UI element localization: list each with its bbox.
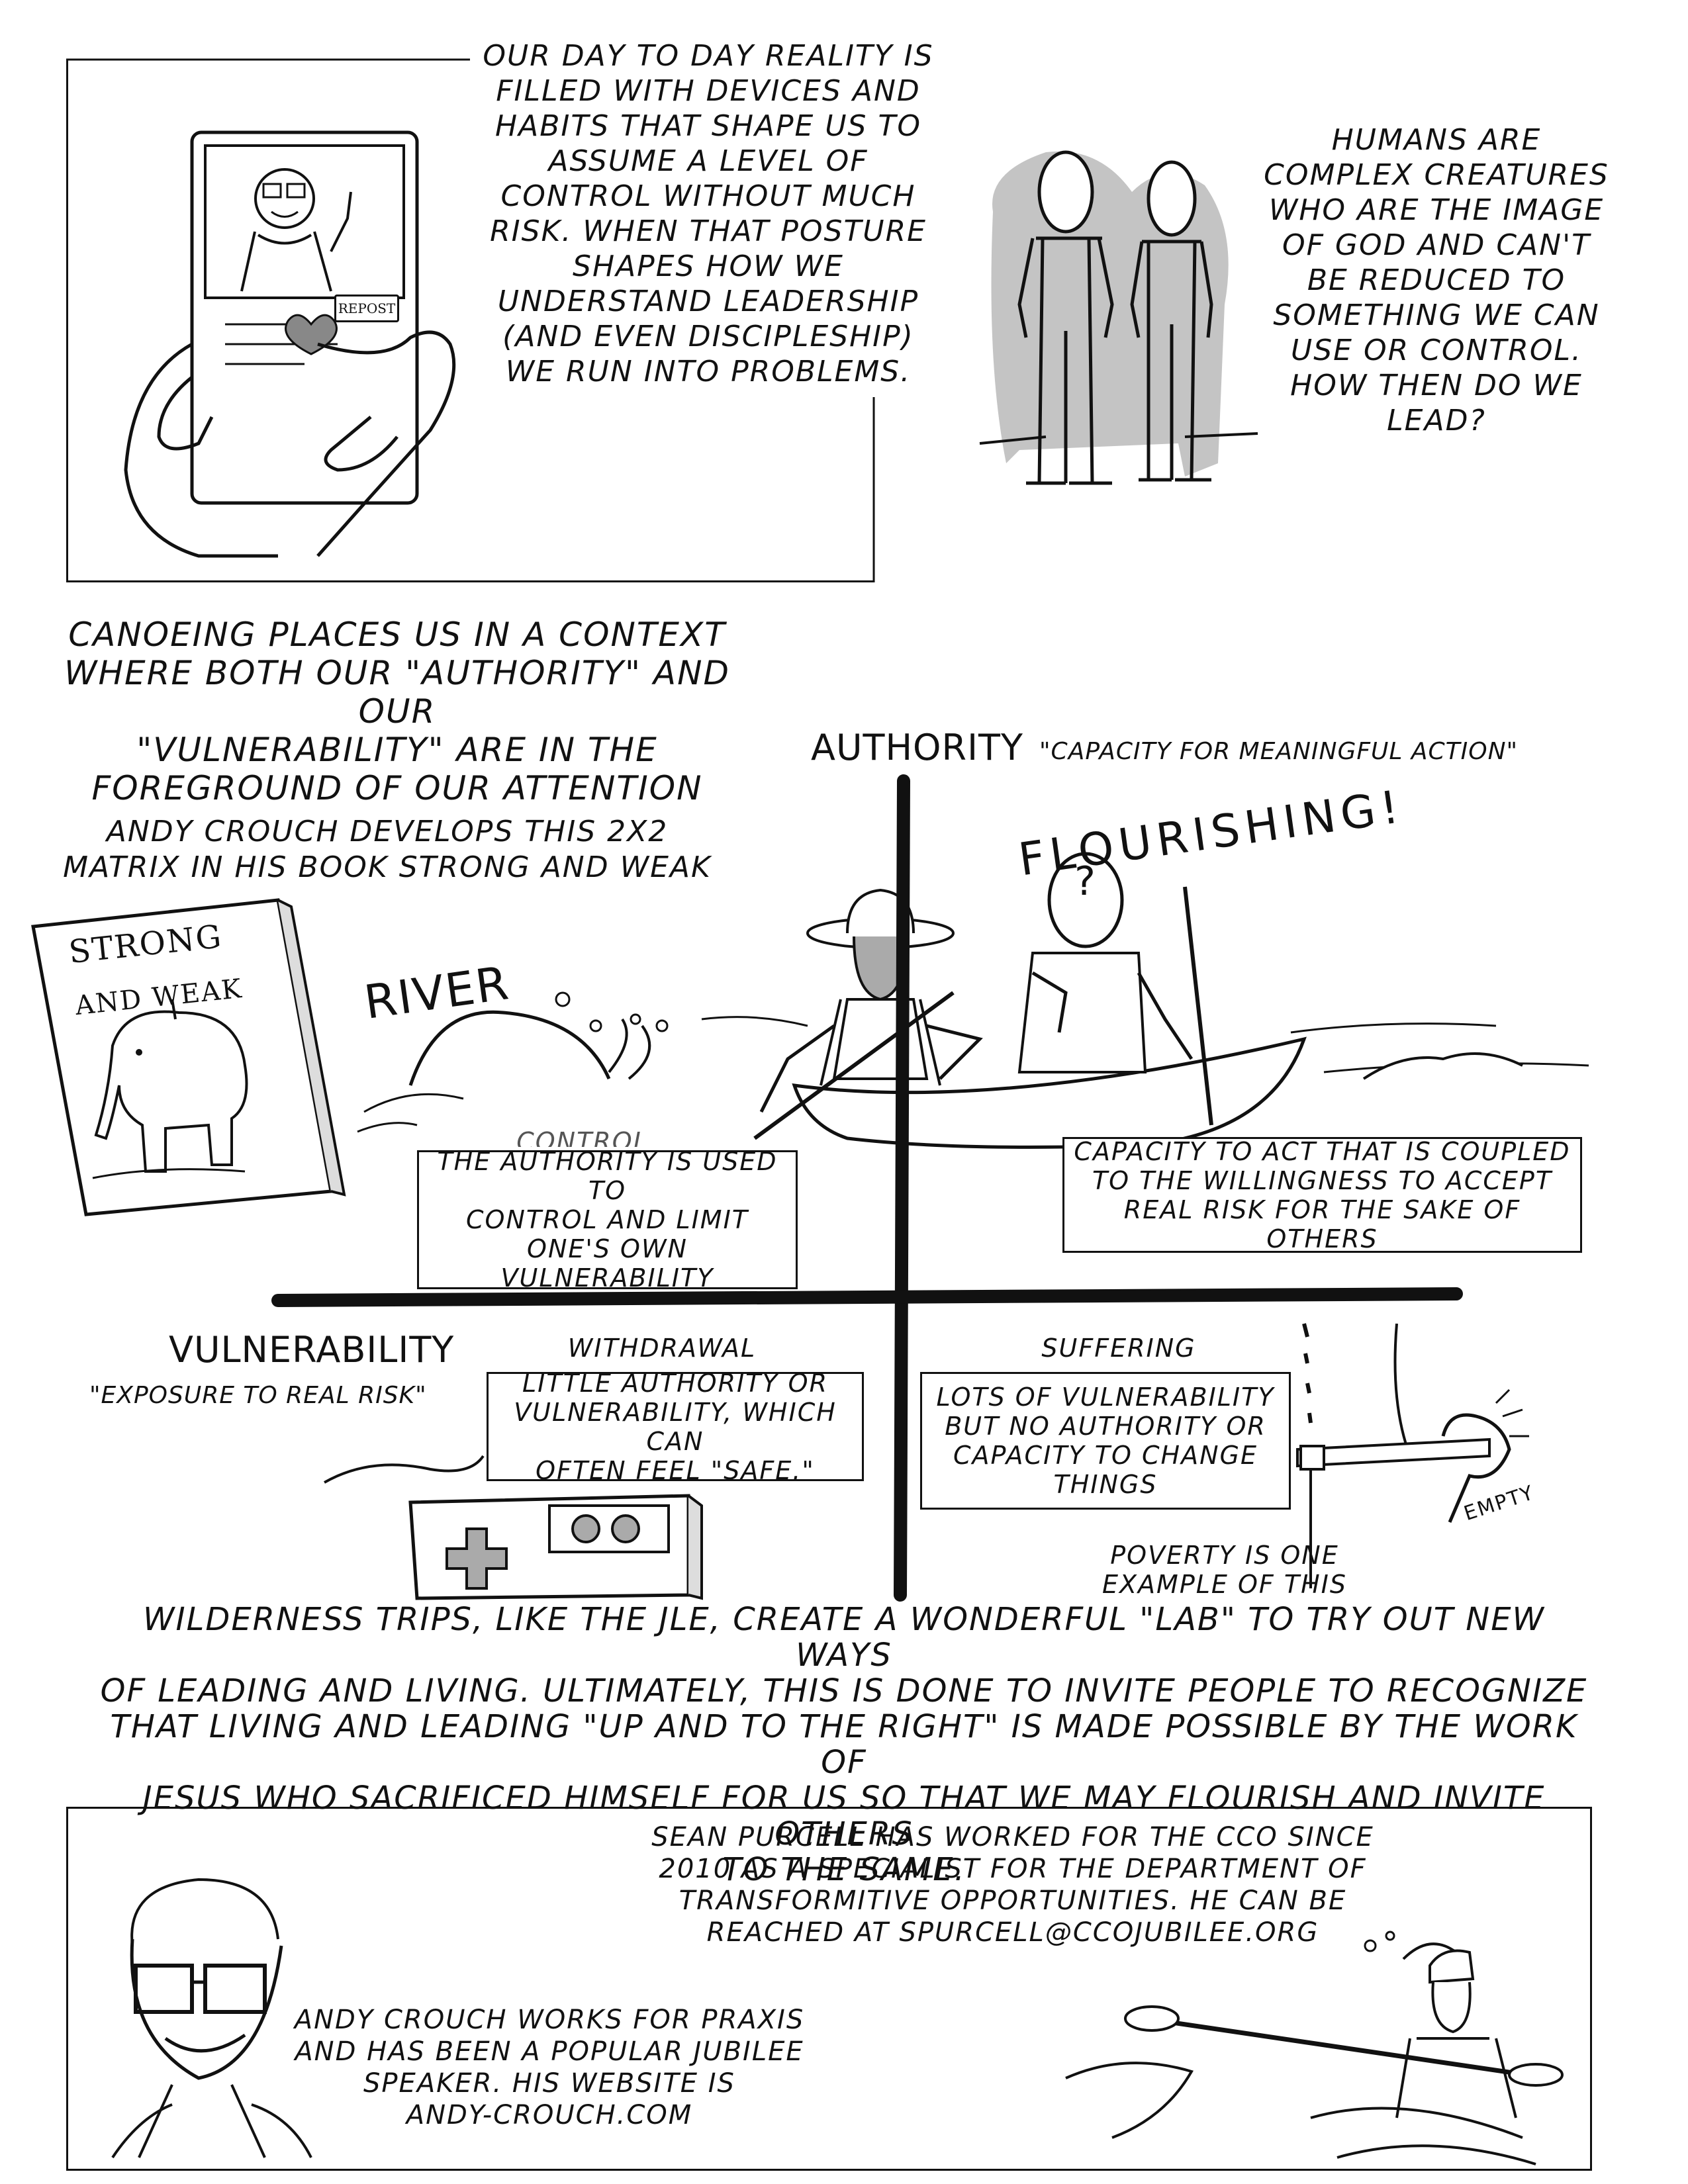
crouch-caption: ANDY CROUCH DEVELOPS THIS 2X2 MATRIX IN …	[63, 815, 712, 884]
suffering-quadrant-text: LOTS OF VULNERABILITY BUT NO AUTHORITY O…	[936, 1383, 1275, 1499]
humans-illustration	[979, 150, 1258, 485]
poverty-caption: POVERTY IS ONE EXAMPLE OF THIS	[1102, 1541, 1347, 1599]
flourishing-quadrant-text: CAPACITY TO ACT THAT IS COUPLED TO THE W…	[1074, 1136, 1571, 1253]
empty-pocket-illustration	[1296, 1323, 1529, 1588]
canoe-scene-illustration	[357, 852, 1589, 1149]
phone-panel-frame	[66, 60, 874, 582]
sean-bio: SEAN PURCELL HAS WORKED FOR THE CCO SINC…	[651, 1822, 1374, 1948]
andy-portrait-illustration	[111, 1878, 312, 2159]
canoe-caption: CANOEING PLACES US IN A CONTEXT WHERE BO…	[64, 615, 730, 807]
vulnerability-definition: "EXPOSURE TO REAL RISK"	[89, 1382, 427, 1409]
withdrawal-label: WITHDRAWAL	[567, 1334, 757, 1363]
flourishing-quadrant-box: CAPACITY TO ACT THAT IS COUPLED TO THE W…	[1062, 1137, 1582, 1253]
face-icon	[254, 168, 315, 229]
elephant-icon	[94, 1010, 248, 1173]
game-controller-illustration	[324, 1455, 703, 1600]
withdrawal-quadrant-box: LITTLE AUTHORITY OR VULNERABILITY, WHICH…	[487, 1369, 864, 1485]
withdrawal-quadrant-text: LITTLE AUTHORITY OR VULNERABILITY, WHICH…	[514, 1368, 837, 1485]
kayaker-illustration	[1065, 1931, 1564, 2165]
control-quadrant-text: THE AUTHORITY IS USED TO CONTROL AND LIM…	[437, 1147, 778, 1293]
bio-panel-frame	[66, 1807, 1592, 2171]
repost-label: REPOST	[338, 300, 396, 316]
wilderness-caption: WILDERNESS TRIPS, LIKE THE JLE, CREATE A…	[100, 1601, 1588, 1888]
question-mark: ?	[1074, 858, 1097, 905]
suffering-quadrant-box: LOTS OF VULNERABILITY BUT NO AUTHORITY O…	[920, 1372, 1291, 1510]
control-partial-label: CONTROL	[516, 1128, 649, 1147]
andy-bio: ANDY CROUCH WORKS FOR PRAXIS AND HAS BEE…	[294, 2005, 805, 2130]
phone-illustration	[124, 130, 456, 558]
book-illustration	[31, 898, 346, 1216]
devices-caption: OUR DAY TO DAY REALITY IS FILLED WITH DE…	[483, 39, 934, 388]
authority-axis-label: AUTHORITY	[811, 727, 1023, 768]
humans-caption: HUMANS ARE COMPLEX CREATURES WHO ARE THE…	[1264, 123, 1609, 437]
repost-button: REPOST	[334, 295, 399, 322]
vulnerability-axis-label: VULNERABILITY	[169, 1329, 455, 1371]
control-quadrant-box: THE AUTHORITY IS USED TO CONTROL AND LIM…	[417, 1147, 798, 1293]
suffering-label: SUFFERING	[1041, 1334, 1196, 1363]
button-b-icon	[611, 1514, 640, 1543]
dpad-icon	[445, 1527, 508, 1590]
authority-definition: "CAPACITY FOR MEANINGFUL ACTION"	[1039, 738, 1519, 765]
button-a-icon	[571, 1514, 600, 1543]
